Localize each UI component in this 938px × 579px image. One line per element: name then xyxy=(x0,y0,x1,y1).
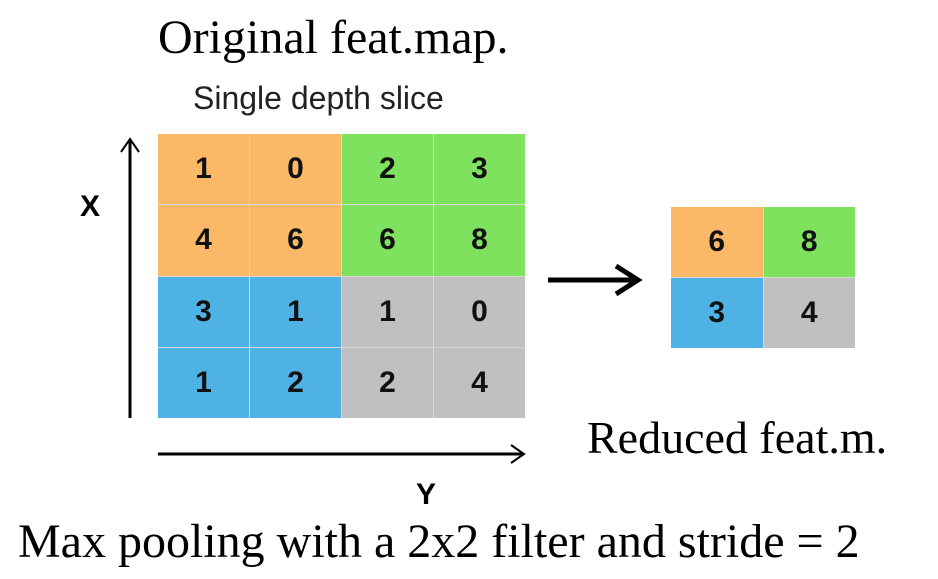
original-feature-map-cell: 4 xyxy=(158,205,249,276)
original-feature-map-cell: 6 xyxy=(250,205,341,276)
original-feature-map-cell: 1 xyxy=(250,276,341,347)
diagram-subtitle: Single depth slice xyxy=(193,80,444,116)
pooling-arrow-icon xyxy=(548,263,643,297)
y-axis-label: Y xyxy=(416,478,437,511)
y-axis-arrow xyxy=(158,444,526,464)
original-feature-map-cell: 3 xyxy=(434,134,525,205)
original-feature-map-cell: 3 xyxy=(158,276,249,347)
diagram-caption: Max pooling with a 2x2 filter and stride… xyxy=(18,515,860,568)
original-feature-map-cell: 4 xyxy=(434,347,525,418)
original-feature-map-cell: 0 xyxy=(434,276,525,347)
original-feature-map-cell: 2 xyxy=(342,134,433,205)
diagram-title: Original feat.map. xyxy=(158,11,509,64)
original-feature-map-cell: 8 xyxy=(434,205,525,276)
original-feature-map-cell: 6 xyxy=(342,205,433,276)
reduced-feature-map-cell: 8 xyxy=(763,207,855,277)
original-feature-map-cell: 1 xyxy=(158,347,249,418)
reduced-feature-map-label: Reduced feat.m. xyxy=(587,412,888,463)
x-axis-arrow xyxy=(120,137,140,418)
reduced-feature-map-cell: 3 xyxy=(671,278,763,348)
original-feature-map-cell: 1 xyxy=(158,134,249,205)
reduced-feature-map-cell: 6 xyxy=(671,207,763,277)
original-feature-map-cell: 1 xyxy=(342,276,433,347)
original-feature-map-cell: 0 xyxy=(250,134,341,205)
reduced-feature-map-cell: 4 xyxy=(763,278,855,348)
x-axis-label: X xyxy=(80,190,101,223)
original-feature-map-cell: 2 xyxy=(250,347,341,418)
original-feature-map-cell: 2 xyxy=(342,347,433,418)
